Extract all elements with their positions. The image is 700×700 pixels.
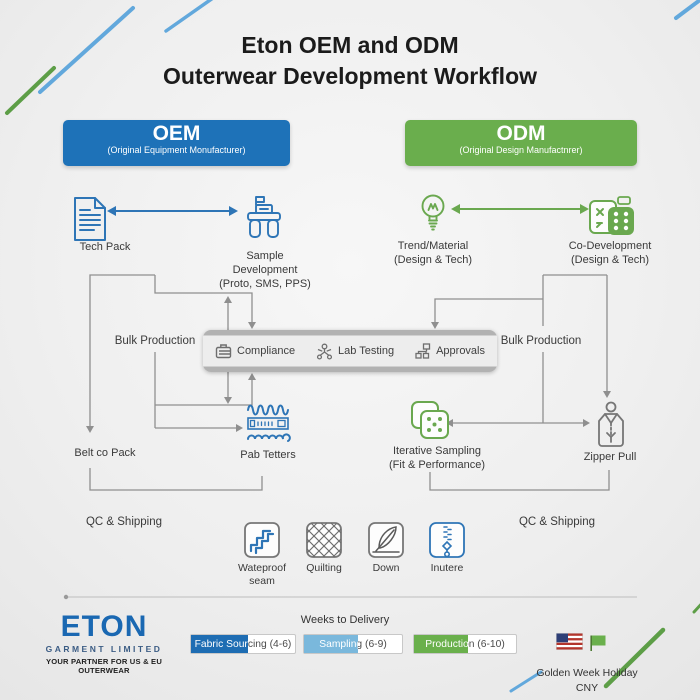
fabric-trims-icon [245, 400, 291, 451]
footer-divider [63, 594, 637, 600]
process-bar: Compliance Lab Testing Approvals [203, 330, 497, 372]
legend-bar-fabric-sourcing: Fabric Sourcing (4-6) Fabric Sourcing (4… [190, 634, 296, 654]
oem-connectors [89, 274, 263, 491]
corner-diagonals [5, 0, 700, 693]
molecule-icon [316, 343, 333, 360]
oem-title: OEM [152, 122, 201, 145]
iterative-sampling-label: Iterative Sampling (Fit & Performance) [389, 445, 485, 471]
quilting-icon [305, 521, 343, 564]
odm-title: ODM [496, 122, 546, 145]
eton-logo: ETON GARMENT LIMITED YOUR PARTNER FOR US… [29, 610, 179, 676]
feather-icon [367, 521, 405, 564]
process-item-label: Compliance [237, 345, 296, 357]
co-development-icon [588, 195, 636, 242]
sample-development-icon [242, 195, 286, 250]
process-item-approvals: Approvals [415, 343, 485, 359]
waterproof-seam-icon [243, 521, 281, 564]
tech-pack-icon [72, 196, 108, 247]
odm-header: ODM (Original Design Manufactnrer) [405, 120, 637, 166]
trend-material-label: Trend/Material (Design & Tech) [393, 240, 473, 266]
legend-fill [304, 635, 358, 653]
eton-logo-tagline: YOUR PARTNER FOR US & EU OUTERWEAR [45, 657, 163, 675]
legend-bar-production: Production (6-10) Production (6-10) [413, 634, 517, 654]
eton-logo-name: ETON [60, 610, 148, 643]
down-label: Down [372, 562, 400, 574]
briefcase-icon [215, 344, 232, 359]
oem-qc-shipping-label: QC & Shipping [85, 516, 163, 528]
garment-zipper-pull-icon [594, 401, 628, 454]
legend-bar-sampling: Sampling (6-9) Sampling (6-9) [303, 634, 403, 654]
odm-bulk-production-label: Bulk Production [500, 335, 582, 347]
holiday-note: Golden Week Holiday CNY [536, 667, 638, 694]
quilting-label: Quilting [306, 562, 342, 574]
sample-development-label: Sample Development (Proto, SMS, PPS) [219, 250, 311, 290]
pab-tetters-label: Pab Tetters [240, 449, 296, 461]
oem-header: OEM (Original Equipment Monufacturer) [63, 120, 290, 166]
sitemap-icon [415, 343, 431, 359]
belt-co-pack-label: Belt co Pack [74, 447, 136, 459]
title-line1: Eton OEM and ODM [241, 32, 459, 58]
us-flag-icon [556, 633, 583, 655]
title-line2: Outerwear Development Workflow [162, 63, 538, 90]
odm-qc-shipping-label: QC & Shipping [518, 516, 596, 528]
odm-subtitle: (Original Design Manufactnrer) [459, 145, 583, 156]
odm-arrowheads [431, 322, 611, 427]
process-item-compliance: Compliance [215, 343, 295, 359]
process-item-lab-testing: Lab Testing [316, 343, 394, 360]
process-item-label: Lab Testing [338, 345, 395, 357]
dice-sampling-icon [410, 400, 450, 445]
zipper-pull-label: Zipper Pull [583, 451, 637, 463]
lightbulb-icon [417, 192, 449, 241]
tech-pack-label: Tech Pack [79, 241, 131, 253]
odm-connectors [429, 274, 610, 491]
legend-fill [191, 635, 249, 653]
oem-bulk-production-label: Bulk Production [114, 335, 196, 347]
inutere-label: Inutere [430, 562, 464, 574]
oem-arrowheads [86, 296, 256, 433]
process-item-label: Approvals [436, 345, 485, 357]
co-development-label: Co-Development (Design & Tech) [568, 240, 652, 266]
zipper-icon [428, 521, 466, 564]
page-title: Eton OEM and ODM Outerwear Development W… [0, 30, 700, 92]
eton-logo-sub: GARMENT LIMITED [45, 644, 163, 654]
exchange-arrows [107, 204, 589, 216]
oem-subtitle: (Original Equipment Monufacturer) [107, 145, 246, 156]
legend-fill [414, 635, 469, 653]
legend-title: Weeks to Delivery [300, 614, 390, 626]
waterproof-seam-label: Wateproof seam [237, 562, 287, 587]
green-flag-icon [588, 634, 608, 657]
